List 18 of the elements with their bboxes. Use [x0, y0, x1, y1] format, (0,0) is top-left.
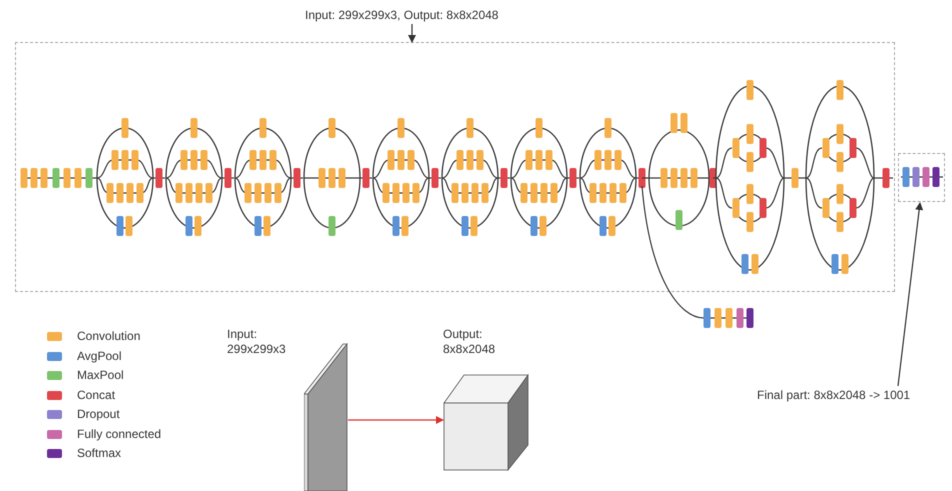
legend-label: Softmax — [77, 446, 122, 461]
annotation-text: Output: 8x8x2048 — [443, 327, 496, 357]
annotation-text: Final part: 8x8x2048 -> 1001 — [757, 388, 910, 403]
dashed-outline — [898, 153, 945, 202]
legend-label: AvgPool — [77, 348, 122, 364]
annotation-text: Input: 299x299x3 — [227, 327, 287, 357]
legend-label: MaxPool — [77, 368, 124, 383]
legend-label: Convolution — [77, 329, 140, 344]
input-slab-drawing — [304, 342, 348, 491]
dashed-outline — [15, 42, 895, 292]
output-cube-drawing — [443, 374, 529, 471]
arrow — [408, 24, 416, 43]
annotation-text: Input: 299x299x3, Output: 8x8x2048 — [305, 8, 498, 23]
arrow — [897, 202, 924, 386]
legend-label: Concat — [77, 388, 116, 402]
legend-label: Fully connected — [77, 426, 162, 442]
legend-label: Dropout — [77, 407, 120, 422]
arrow — [348, 416, 444, 424]
